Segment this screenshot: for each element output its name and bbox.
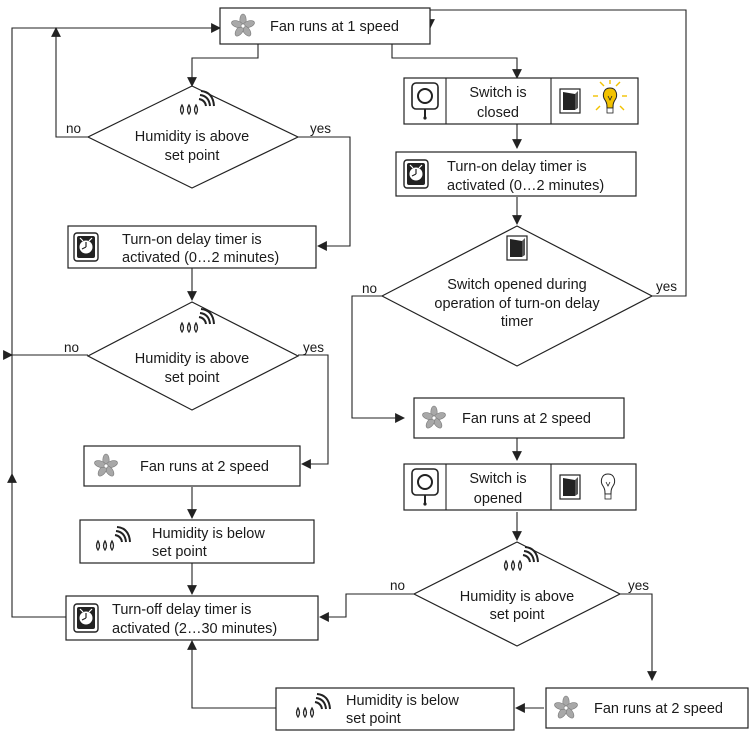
hum-below-bottom-line2: set point xyxy=(346,711,401,727)
timer-on-right-line2: activated (0…2 minutes) xyxy=(447,178,604,194)
label-no-4: no xyxy=(390,578,405,593)
fan2-mid-label: Fan runs at 2 speed xyxy=(462,411,591,427)
node-fan-speed-2-left: Fan runs at 2 speed xyxy=(83,445,301,487)
label-no-1: no xyxy=(66,121,81,136)
node-turn-off-timer: Turn-off delay timer is activated (2…30 … xyxy=(65,595,319,641)
timer-on-left-line1: Turn-on delay timer is xyxy=(122,232,262,248)
timer-on-left-line2: activated (0…2 minutes) xyxy=(122,250,279,266)
rocker-switch-icon xyxy=(559,474,581,500)
switch-opened-during-line1: Switch opened during xyxy=(447,277,586,293)
hum-above-3-line2: set point xyxy=(490,607,545,623)
switch-opened-line1: Switch is xyxy=(469,471,526,487)
node-fan-speed-2-bottom: Fan runs at 2 speed xyxy=(545,687,749,729)
hum-above-1-line2: set point xyxy=(165,148,220,164)
light-bulb-on-icon xyxy=(593,80,627,114)
fan2-left-label: Fan runs at 2 speed xyxy=(140,459,269,475)
label-yes-1: yes xyxy=(310,121,331,136)
switch-opened-during-line2: operation of turn-on delay xyxy=(434,296,600,312)
hum-above-1-line1: Humidity is above xyxy=(135,129,249,145)
timer-off-line1: Turn-off delay timer is xyxy=(112,602,251,618)
node-turn-on-timer-right: Turn-on delay timer is activated (0…2 mi… xyxy=(395,151,637,197)
timer-clock-icon xyxy=(73,232,99,262)
label-yes-2: yes xyxy=(303,340,324,355)
node-switch-closed: Switch is closed xyxy=(403,77,639,125)
rocker-switch-icon xyxy=(506,235,528,261)
decision-humidity-above-3: Humidity is above set point xyxy=(412,541,622,647)
hum-below-left-line2: set point xyxy=(152,544,207,560)
node-turn-on-timer-left: Turn-on delay timer is activated (0…2 mi… xyxy=(67,225,317,269)
timer-off-line2: activated (2…30 minutes) xyxy=(112,621,277,637)
node-fan-speed-1-top: Fan runs at 1 speed xyxy=(219,7,431,45)
label-yes-3: yes xyxy=(656,279,677,294)
timer-clock-icon xyxy=(403,159,429,189)
decision-humidity-above-1: Humidity is above set point xyxy=(86,85,300,189)
node-fan-speed-2-mid: Fan runs at 2 speed xyxy=(413,397,625,439)
hum-above-2-line1: Humidity is above xyxy=(135,351,249,367)
fan2-bottom-label: Fan runs at 2 speed xyxy=(594,701,723,717)
label-no-3: no xyxy=(362,281,377,296)
node-switch-opened: Switch is opened xyxy=(403,463,637,511)
hum-below-bottom-line1: Humidity is below xyxy=(346,693,459,709)
node-humidity-below-left: Humidity is below set point xyxy=(79,519,315,564)
hum-above-3-line1: Humidity is above xyxy=(460,589,574,605)
decision-humidity-above-2: Humidity is above set point xyxy=(86,301,300,411)
label-no-2: no xyxy=(64,340,79,355)
switch-closed-line1: Switch is xyxy=(469,85,526,101)
hum-below-left-line1: Humidity is below xyxy=(152,526,265,542)
node-humidity-below-bottom: Humidity is below set point xyxy=(275,687,515,731)
fan1-top-label: Fan runs at 1 speed xyxy=(270,19,399,35)
switch-closed-line2: closed xyxy=(477,105,519,121)
rocker-switch-icon xyxy=(559,88,581,114)
hum-above-2-line2: set point xyxy=(165,370,220,386)
switch-opened-during-line3: timer xyxy=(501,314,533,330)
timer-on-right-line1: Turn-on delay timer is xyxy=(447,159,587,175)
light-bulb-off-icon xyxy=(600,473,616,500)
switch-opened-line2: opened xyxy=(474,491,522,507)
decision-switch-opened-during: Switch opened during operation of turn-o… xyxy=(380,225,654,367)
timer-clock-icon xyxy=(73,603,99,633)
label-yes-4: yes xyxy=(628,578,649,593)
